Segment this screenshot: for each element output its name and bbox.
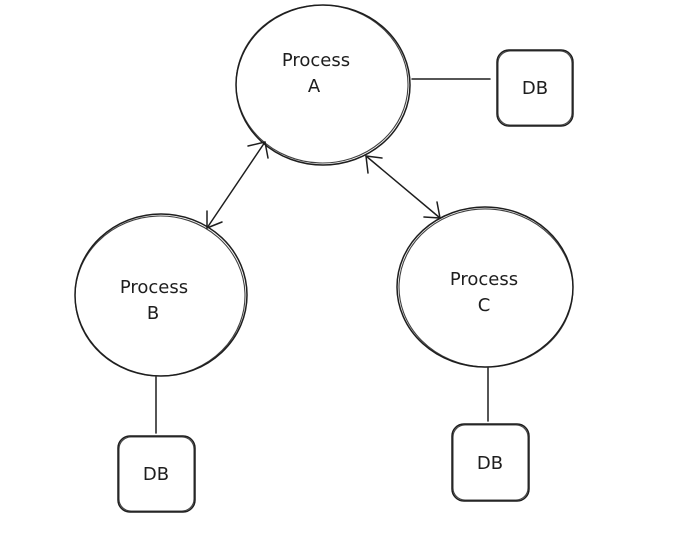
arrow-a-b — [206, 141, 269, 229]
process-c-label-line2: C — [478, 295, 491, 316]
db-a-box: DB — [496, 49, 574, 127]
process-b-label-line1: Process — [120, 277, 188, 298]
db-c-label: DB — [477, 453, 503, 474]
process-b-node: Process B — [74, 213, 248, 377]
process-b-label-line2: B — [147, 303, 159, 324]
db-c-box: DB — [451, 423, 530, 502]
db-a-label: DB — [522, 78, 548, 99]
process-a-node: Process A — [235, 4, 411, 166]
arrow-a-c — [365, 155, 441, 219]
process-a-label-line2: A — [308, 76, 321, 97]
db-b-box: DB — [117, 435, 196, 513]
process-a-label-line1: Process — [282, 50, 350, 71]
process-c-label-line1: Process — [450, 269, 518, 290]
process-c-node: Process C — [396, 206, 574, 368]
db-b-label: DB — [143, 464, 169, 485]
